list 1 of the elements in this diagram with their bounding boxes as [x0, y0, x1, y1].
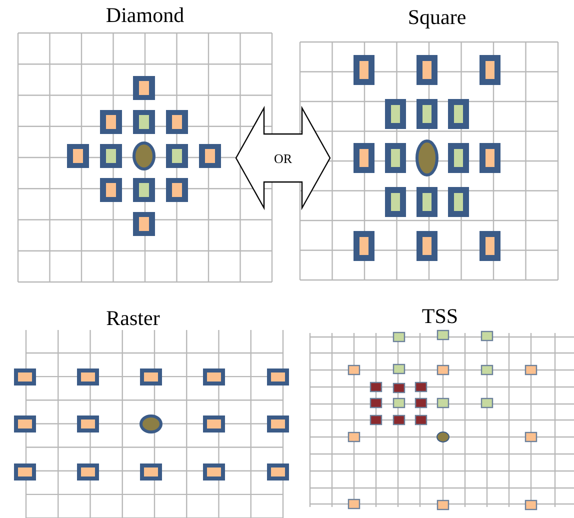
- double-arrow: [235, 106, 331, 210]
